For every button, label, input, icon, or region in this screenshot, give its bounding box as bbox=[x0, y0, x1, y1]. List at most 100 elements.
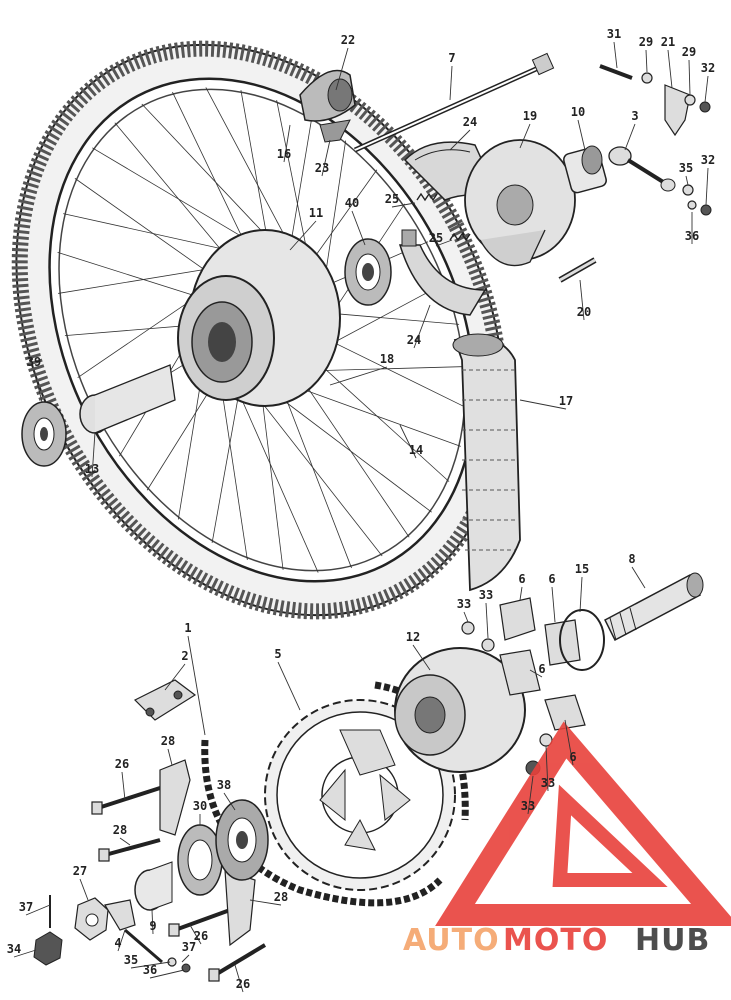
callout-number: 26 bbox=[115, 757, 129, 771]
bolts bbox=[91, 786, 267, 982]
damper-rubbers bbox=[499, 597, 586, 731]
callout-leader bbox=[351, 210, 366, 246]
callout-number: 17 bbox=[559, 394, 573, 408]
callout-number: 29 bbox=[639, 35, 653, 49]
callout-leader bbox=[119, 837, 131, 846]
callout-leader bbox=[449, 129, 471, 151]
callout-leader bbox=[91, 431, 96, 478]
callout-number: 35 bbox=[679, 161, 693, 175]
callout-leader bbox=[121, 771, 126, 801]
callout-number: 27 bbox=[73, 864, 87, 878]
callout-number: 35 bbox=[124, 953, 138, 967]
callout-number: 14 bbox=[409, 443, 423, 457]
callout-number: 10 bbox=[571, 105, 585, 119]
callout-number: 6 bbox=[569, 750, 576, 764]
callout-leader bbox=[519, 123, 531, 149]
callout-leader bbox=[283, 124, 291, 163]
spoke bbox=[114, 122, 234, 266]
callout-number: 37 bbox=[19, 900, 33, 914]
brake-shoe-lower bbox=[398, 229, 487, 316]
callout-number: 31 bbox=[607, 27, 621, 41]
callout-number: 13 bbox=[85, 462, 99, 476]
tire-section bbox=[452, 333, 521, 592]
callout-leader bbox=[223, 792, 236, 811]
watermark-moto: MOTO bbox=[503, 923, 608, 958]
callout-number: 6 bbox=[548, 572, 555, 586]
callout-number: 32 bbox=[701, 61, 715, 75]
rear-wheel bbox=[11, 40, 509, 620]
brake-cam bbox=[558, 257, 597, 283]
callout-leader bbox=[181, 954, 190, 963]
callout-leader bbox=[277, 661, 301, 711]
callout-leader bbox=[519, 399, 567, 410]
callout-leader bbox=[579, 279, 585, 321]
callout-number: 23 bbox=[315, 161, 329, 175]
spoke bbox=[319, 311, 460, 325]
callout-number: 28 bbox=[161, 734, 175, 748]
callout-leader bbox=[527, 775, 534, 815]
callout-number: 24 bbox=[463, 115, 477, 129]
callout-number: 2 bbox=[181, 649, 188, 663]
callout-number: 5 bbox=[274, 647, 281, 661]
callout-leader bbox=[187, 635, 206, 736]
spoke bbox=[259, 382, 284, 570]
spoke bbox=[211, 376, 243, 543]
axle-nut bbox=[74, 897, 109, 941]
sprocket-sleeve bbox=[604, 572, 704, 642]
callout-leader bbox=[449, 65, 453, 101]
callout-leader bbox=[624, 123, 636, 151]
o-ring bbox=[559, 609, 605, 671]
callout-leader bbox=[335, 47, 349, 91]
sprocket-bearing bbox=[215, 799, 269, 881]
callout-number: 38 bbox=[217, 778, 231, 792]
callout-leader bbox=[151, 909, 154, 935]
watermark-hub: HUB bbox=[635, 923, 710, 958]
callout-number: 8 bbox=[628, 552, 635, 566]
callout-number: 28 bbox=[113, 823, 127, 837]
callout-number: 22 bbox=[341, 33, 355, 47]
spoke bbox=[172, 91, 252, 256]
small-washers bbox=[167, 957, 191, 973]
spoke bbox=[279, 380, 461, 447]
callout-number: 32 bbox=[701, 153, 715, 167]
callout-leader bbox=[551, 586, 556, 623]
callout-leader bbox=[704, 75, 709, 103]
callout-leader bbox=[329, 366, 388, 386]
callout-number: 33 bbox=[541, 776, 555, 790]
callout-leader bbox=[564, 719, 574, 766]
lock-plates bbox=[159, 759, 256, 947]
callout-leader bbox=[645, 49, 648, 73]
callout-leader bbox=[529, 669, 543, 678]
callout-number: 36 bbox=[143, 963, 157, 977]
callout-number: 33 bbox=[479, 588, 493, 602]
callout-leader bbox=[579, 576, 583, 613]
callout-leader bbox=[321, 139, 331, 177]
callout-leader bbox=[463, 611, 469, 623]
callout-leader bbox=[435, 239, 453, 247]
callout-leader bbox=[164, 663, 186, 691]
callout-leader bbox=[577, 119, 586, 151]
callout-leader bbox=[249, 899, 282, 906]
tube-piece bbox=[299, 69, 356, 143]
callout-number: 4 bbox=[114, 936, 121, 950]
callout-number: 26 bbox=[194, 929, 208, 943]
spoke bbox=[57, 251, 212, 302]
callout-number: 24 bbox=[407, 333, 421, 347]
callout-leader bbox=[545, 745, 549, 792]
spoke bbox=[240, 90, 271, 254]
chain-adjuster bbox=[104, 899, 163, 964]
callout-leader bbox=[25, 904, 51, 916]
callout-leader bbox=[149, 969, 185, 979]
top-right-hardware bbox=[599, 64, 712, 216]
callout-number: 40 bbox=[345, 196, 359, 210]
callout-leader bbox=[631, 566, 646, 589]
spoke bbox=[317, 334, 467, 409]
distance-collar bbox=[79, 364, 176, 434]
callout-leader bbox=[413, 304, 431, 349]
callout-leader bbox=[705, 167, 709, 206]
callout-number: 37 bbox=[182, 940, 196, 954]
callout-leader bbox=[189, 924, 202, 945]
callout-number: 1 bbox=[184, 621, 191, 635]
callout-number: 21 bbox=[661, 35, 675, 49]
